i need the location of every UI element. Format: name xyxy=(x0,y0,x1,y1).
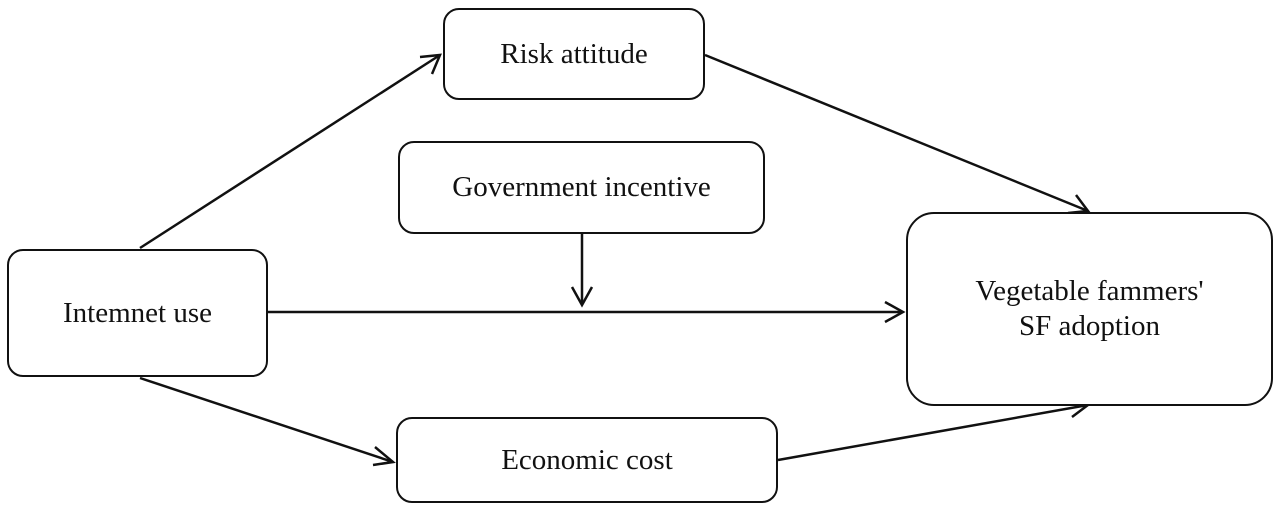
edge-internet-to-economic xyxy=(139,376,394,464)
arrowhead-outcome-main xyxy=(884,300,906,324)
economic-cost-label: Economic cost xyxy=(501,443,673,476)
internet-use-label: Intemnet use xyxy=(63,296,212,329)
sf-adoption-label: Vegetable fammers' SF adoption xyxy=(975,275,1204,342)
sf-adoption-box: Vegetable fammers' SF adoption xyxy=(906,212,1273,406)
edge-risk-to-outcome xyxy=(704,53,1089,213)
arrowhead-risk xyxy=(419,53,442,75)
arrowhead-economic xyxy=(372,446,396,467)
edge-internet-to-risk xyxy=(139,53,441,250)
risk-attitude-label: Risk attitude xyxy=(500,37,648,70)
risk-attitude-box: Risk attitude xyxy=(443,8,705,100)
economic-cost-box: Economic cost xyxy=(396,417,778,503)
arrowhead-moderation xyxy=(570,286,594,308)
internet-use-box: Intemnet use xyxy=(7,249,268,377)
government-incentive-label: Government incentive xyxy=(452,171,711,204)
government-incentive-box: Government incentive xyxy=(398,141,765,234)
edge-economic-to-outcome xyxy=(777,403,1089,462)
